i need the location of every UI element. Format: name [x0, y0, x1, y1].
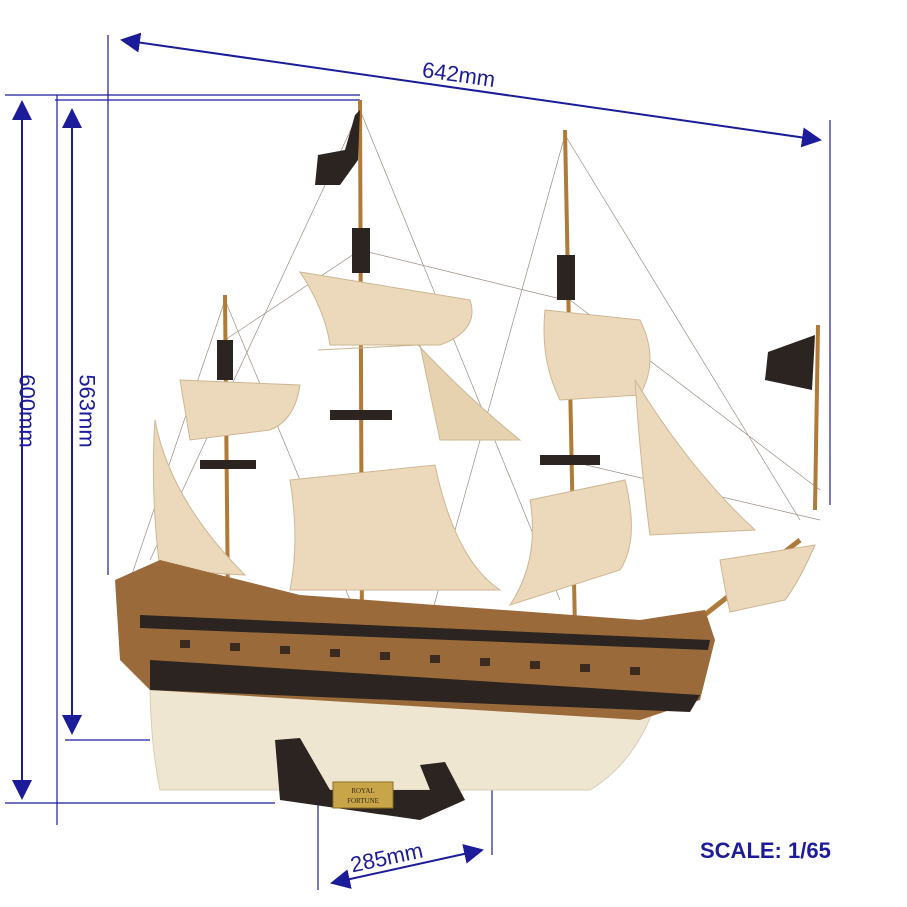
flag-main	[315, 110, 360, 185]
scale-label: SCALE: 1/65	[700, 838, 831, 863]
dimension-arrows	[12, 32, 822, 889]
length-arrow	[120, 32, 822, 148]
total-height-label: 600mm	[14, 374, 40, 448]
flag-stern	[765, 335, 815, 390]
plaque-line1: ROYAL	[351, 787, 374, 795]
beam-arrow	[330, 844, 484, 889]
ship: ROYAL FORTUNE	[115, 99, 821, 820]
plaque-line2: FORTUNE	[347, 797, 379, 805]
display-stand	[275, 738, 465, 820]
hull-height-label: 563mm	[74, 374, 100, 448]
name-plaque	[332, 781, 394, 809]
